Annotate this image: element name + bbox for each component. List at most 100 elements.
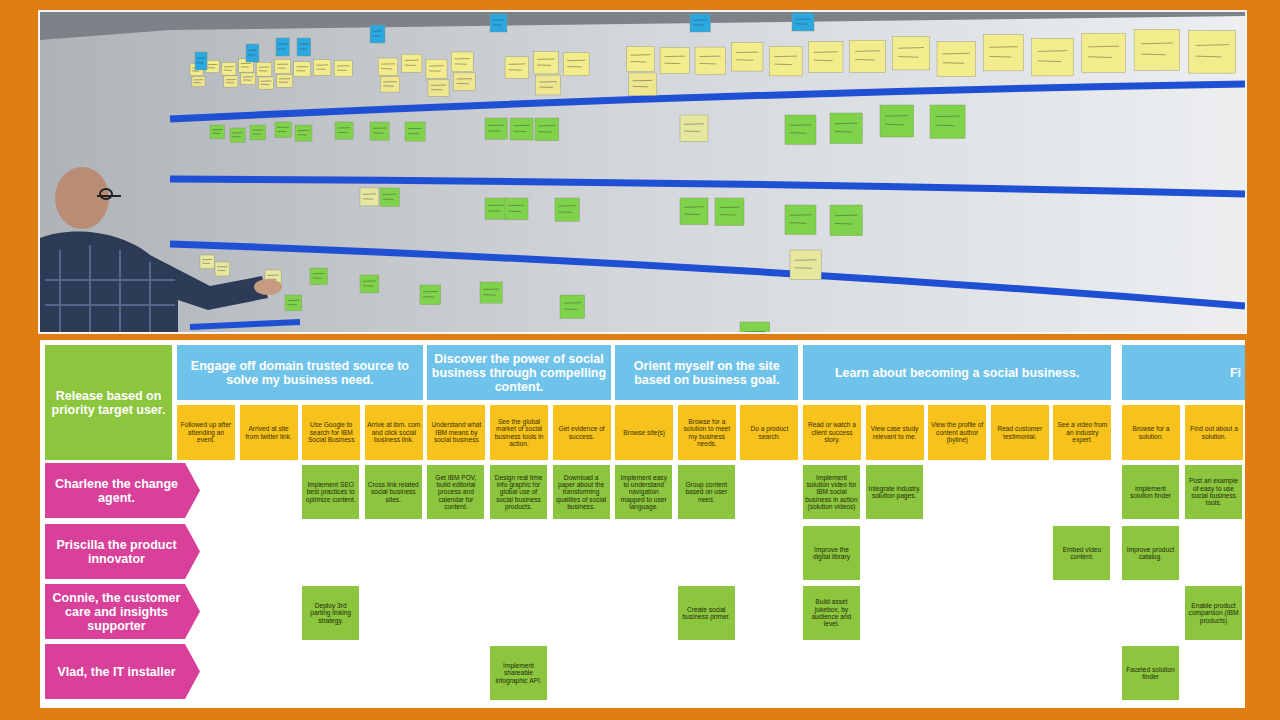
note-scribble <box>243 77 253 80</box>
sticky-note <box>536 75 561 95</box>
feature-card: Build asset jukebox, by audience and lev… <box>803 586 860 640</box>
sticky-note <box>334 60 352 76</box>
sticky-note <box>790 250 821 280</box>
note-scribble <box>208 64 217 68</box>
note-scribble <box>790 125 812 134</box>
note-paper <box>690 14 710 32</box>
sticky-note <box>627 46 655 71</box>
persona-arrow-fill <box>45 584 200 639</box>
note-scribble <box>898 48 924 58</box>
note-scribble <box>684 124 704 132</box>
note-paper <box>510 118 533 140</box>
note-scribble <box>252 130 263 134</box>
feature-card: Improve the digital library <box>803 526 860 580</box>
note-scribble <box>943 53 970 63</box>
feature-card-text: Implement solution finder <box>1124 485 1177 500</box>
note-scribble <box>508 205 524 211</box>
note-paper <box>1082 33 1126 72</box>
feature-card-text: Design real time info graphic for global… <box>492 474 545 511</box>
note-paper <box>250 125 266 140</box>
wall <box>40 12 1245 332</box>
note-paper <box>534 52 559 74</box>
note-paper <box>485 198 507 219</box>
task-cell: Browse for a solution. <box>1122 405 1180 460</box>
note-scribble <box>488 125 504 131</box>
note-paper <box>378 58 397 76</box>
note-scribble <box>278 44 287 49</box>
sticky-note <box>510 118 533 140</box>
sticky-note <box>809 42 843 73</box>
note-paper <box>937 42 976 77</box>
note-paper <box>275 59 291 73</box>
note-scribble <box>1141 43 1173 55</box>
note-scribble <box>835 123 858 132</box>
sticky-note <box>680 115 708 142</box>
note-paper <box>715 198 744 226</box>
sticky-note <box>983 35 1023 71</box>
note-paper <box>535 118 559 141</box>
sticky-note <box>222 62 236 75</box>
feature-card: Implement SEO best practices to optimize… <box>302 465 359 519</box>
note-paper <box>695 47 725 74</box>
task-cell: Followed up after attending an event. <box>177 405 235 460</box>
activity-band: Discover the power of social business th… <box>427 345 610 400</box>
feature-card: Improve product catalog. <box>1122 526 1179 580</box>
task-cell: View the profile of content author (byli… <box>928 405 986 460</box>
task-cell-text: Arrived at site from twitter link. <box>242 425 296 440</box>
sticky-note <box>740 322 770 332</box>
activity-band-text: Orient myself on the site based on busin… <box>619 359 794 387</box>
sticky-note <box>830 205 862 236</box>
note-scribble <box>483 289 499 295</box>
task-cell: See a video from an industry expert. <box>1053 405 1111 460</box>
note-paper <box>285 295 302 311</box>
task-cell: Arrive at ibm. com and click social busi… <box>365 405 423 460</box>
sticky-note <box>405 122 425 141</box>
sticky-note <box>785 205 816 234</box>
note-paper <box>206 60 220 72</box>
note-scribble <box>509 64 526 70</box>
note-scribble <box>232 133 243 137</box>
note-scribble <box>537 59 554 65</box>
note-paper <box>480 282 502 303</box>
feature-card-text: Group content based on user need. <box>680 481 733 503</box>
note-scribble <box>194 80 203 83</box>
wall-photo <box>40 12 1245 332</box>
persona-arrow: Charlene the change agent. <box>45 463 200 518</box>
note-scribble <box>267 275 278 279</box>
note-paper <box>1189 31 1236 74</box>
note-paper <box>335 122 353 139</box>
note-scribble <box>316 65 328 69</box>
note-scribble <box>539 82 556 88</box>
note-scribble <box>241 63 251 67</box>
sticky-note <box>560 295 585 318</box>
sticky-note <box>695 47 725 74</box>
note-paper <box>276 38 289 56</box>
note-scribble <box>431 85 446 90</box>
note-scribble <box>217 267 227 271</box>
sticky-note <box>480 282 502 303</box>
feature-card: Implement solution video for IBM social … <box>803 465 860 519</box>
tape-line <box>170 179 1245 194</box>
note-scribble <box>259 67 270 71</box>
task-cell-text: View case study relevant to me. <box>868 425 922 440</box>
feature-card-text: Post an example of easy to use social bu… <box>1187 477 1240 507</box>
sticky-note <box>295 125 312 141</box>
sticky-note <box>880 105 914 137</box>
sticky-note <box>563 53 589 76</box>
note-scribble <box>224 67 234 71</box>
feature-card-text: Embed video content. <box>1055 546 1108 561</box>
note-paper <box>485 118 507 139</box>
note-paper <box>294 62 311 77</box>
note-scribble <box>408 128 422 134</box>
task-cell: Browse site(s) <box>615 405 673 460</box>
person <box>40 167 282 332</box>
task-cell-text: Arrive at ibm. com and click social busi… <box>367 421 421 443</box>
activity-band: Learn about becoming a social business. <box>803 345 1111 400</box>
note-paper <box>360 188 379 206</box>
note-scribble <box>383 194 397 199</box>
note-scribble <box>493 20 505 25</box>
feature-card-text: Build asset jukebox, by audience and lev… <box>805 598 858 628</box>
note-paper <box>380 77 399 93</box>
note-paper <box>769 46 802 76</box>
note-scribble <box>559 206 576 213</box>
